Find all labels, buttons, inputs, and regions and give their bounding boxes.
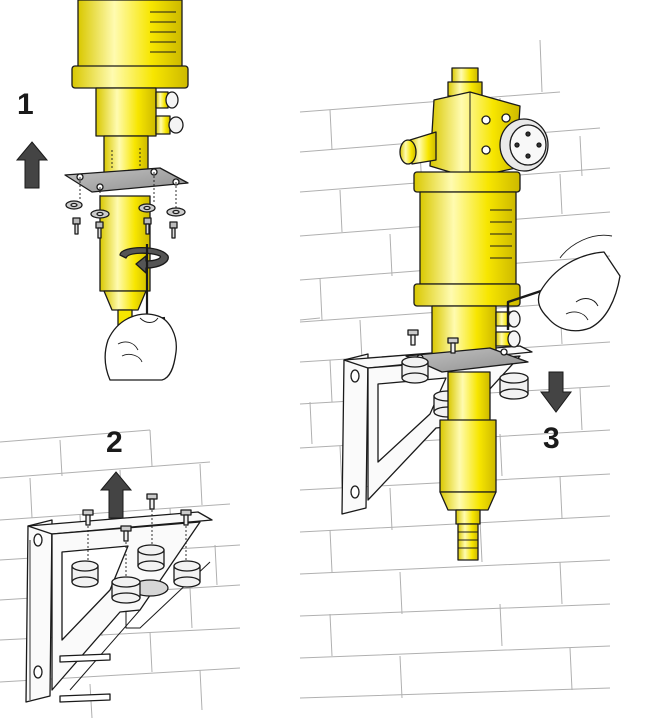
hand-icon bbox=[537, 251, 621, 332]
wall-bracket bbox=[341, 353, 369, 515]
pump-cylinder bbox=[419, 191, 517, 285]
wall-bracket bbox=[25, 519, 53, 703]
up-arrow-icon bbox=[15, 141, 49, 189]
pump-cylinder bbox=[77, 0, 183, 71]
step-3-label: 3 bbox=[543, 422, 560, 455]
rubber-mounts bbox=[71, 544, 201, 604]
panel-3 bbox=[341, 67, 621, 561]
up-arrow-icon bbox=[99, 471, 133, 519]
base-plate bbox=[405, 347, 529, 373]
panel-1 bbox=[64, 0, 189, 381]
hose-fitting bbox=[457, 523, 479, 561]
washers-and-screws bbox=[65, 200, 186, 239]
mount-screws bbox=[82, 493, 192, 576]
panel-2 bbox=[25, 493, 213, 703]
hand-icon bbox=[104, 313, 177, 381]
base-plate bbox=[64, 167, 189, 193]
step-2-label: 2 bbox=[106, 426, 123, 459]
down-arrow-icon bbox=[540, 371, 572, 413]
allen-key-icon bbox=[506, 288, 545, 330]
step-1-label: 1 bbox=[17, 88, 34, 121]
